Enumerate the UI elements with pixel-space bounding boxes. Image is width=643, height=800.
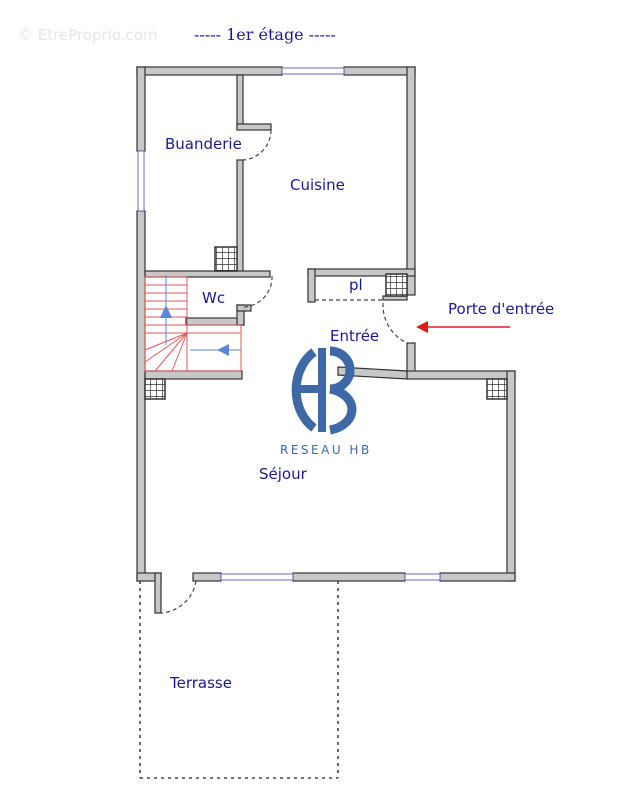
room-label-cuisine: Cuisine	[290, 176, 345, 194]
annotation-porte-entree: Porte d'entrée	[448, 300, 555, 318]
watermark: © EtreProprio.com	[18, 26, 158, 44]
floor-title: ----- 1er étage -----	[194, 25, 336, 44]
windows	[137, 67, 441, 581]
stair-arrows	[160, 275, 241, 356]
entrance-arrow[interactable]	[416, 321, 510, 333]
door-swings	[160, 129, 408, 614]
room-label-wc: Wc	[202, 289, 226, 307]
room-label-entree: Entrée	[330, 327, 380, 345]
walls	[136, 66, 516, 614]
hb-logo-icon	[291, 346, 357, 435]
room-label-placard: pl	[349, 276, 363, 294]
room-label-sejour: Séjour	[259, 465, 307, 483]
room-label-buanderie: Buanderie	[165, 135, 242, 153]
terrace-outline	[139, 581, 339, 779]
logo-text: RESEAU HB	[280, 443, 372, 457]
ducts	[144, 246, 508, 400]
room-label-terrasse: Terrasse	[170, 674, 232, 692]
